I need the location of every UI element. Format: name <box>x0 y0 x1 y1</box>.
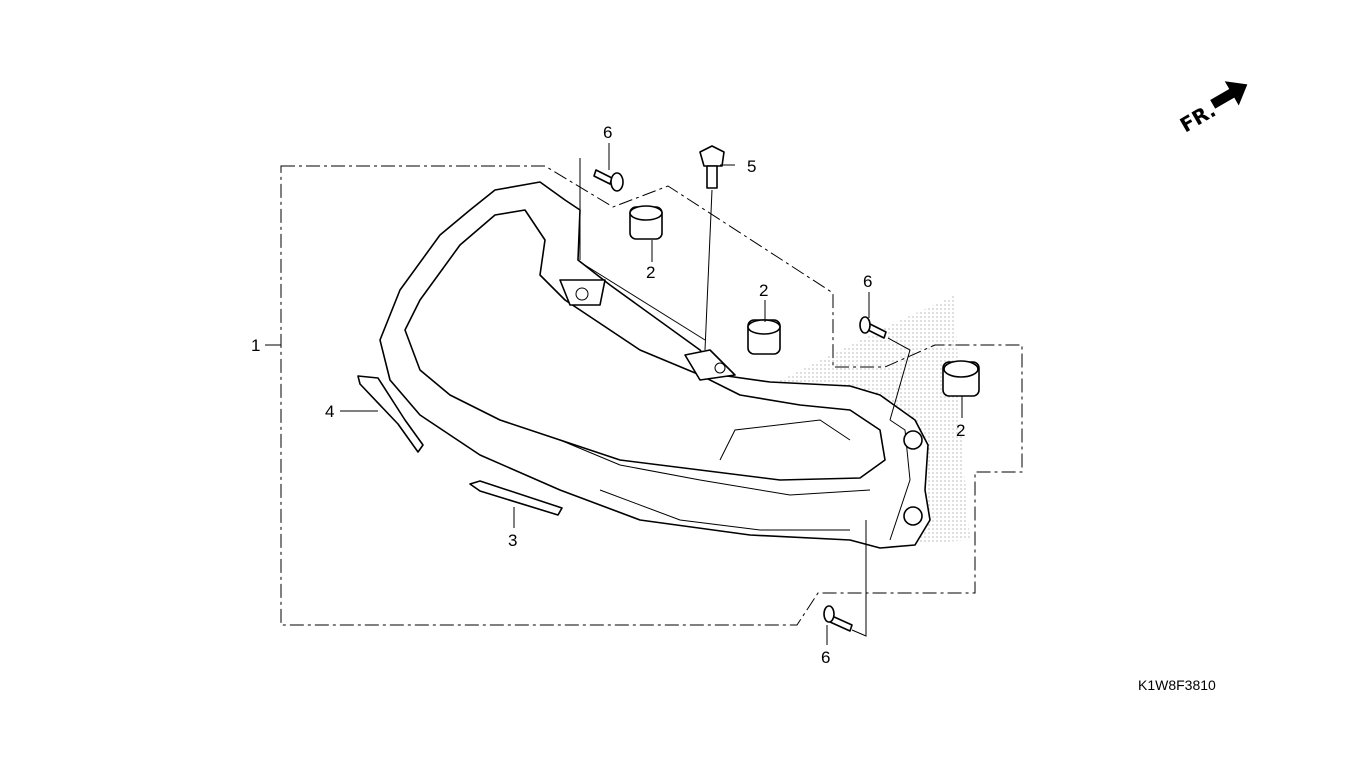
headlight-assembly <box>379 181 931 549</box>
callout-6: 6 <box>603 123 612 142</box>
part-4-strip <box>357 375 424 453</box>
leader-lines <box>265 143 963 645</box>
callout-2: 2 <box>956 421 965 440</box>
bolt-icon <box>699 145 725 189</box>
callout-2: 2 <box>759 281 768 300</box>
diagram-code: K1W8F3810 <box>1138 677 1216 693</box>
assembly-outline <box>280 165 1023 626</box>
screw-icon <box>593 169 887 632</box>
callout-2: 2 <box>646 263 655 282</box>
part-3-strip <box>469 480 563 516</box>
callout-4: 4 <box>325 402 334 421</box>
callout-6: 6 <box>821 648 830 667</box>
callout-1: 1 <box>251 336 260 355</box>
callout-3: 3 <box>508 531 517 550</box>
callout-6: 6 <box>863 272 872 291</box>
arrow-icon <box>1210 81 1248 109</box>
collar-icon <box>629 205 980 397</box>
callout-5: 5 <box>747 157 756 176</box>
front-direction-indicator: FR. <box>1176 81 1248 137</box>
